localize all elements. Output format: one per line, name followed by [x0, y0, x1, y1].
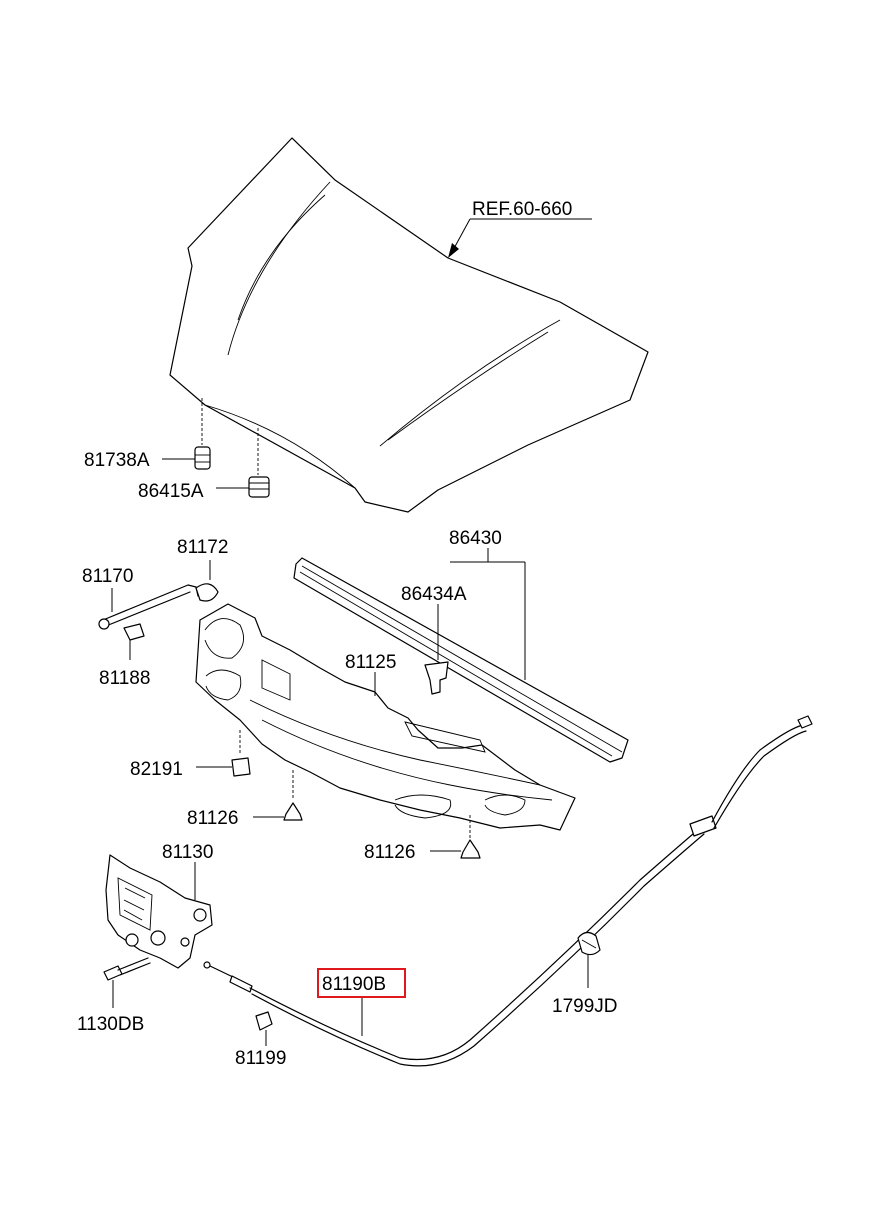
label-86430: 86430	[449, 528, 502, 549]
cable-clip-81199	[255, 1011, 273, 1046]
label-86415A: 86415A	[138, 481, 204, 502]
weatherstrip-86430	[293, 548, 629, 763]
label-81130: 81130	[162, 842, 213, 863]
label-81126-right: 81126	[364, 842, 415, 863]
hood-inner-panel	[195, 603, 576, 831]
hood-latch	[105, 854, 213, 969]
label-81126-left: 81126	[187, 808, 238, 829]
cable-clamp-1799JD	[577, 931, 601, 988]
label-1130DB: 1130DB	[77, 1014, 144, 1035]
hood-stay-rod	[98, 560, 219, 630]
label-82191: 82191	[130, 759, 183, 780]
label-81188: 81188	[99, 668, 150, 689]
label-81170: 81170	[82, 566, 133, 587]
label-1799JD: 1799JD	[552, 996, 618, 1017]
label-81190B[interactable]: 81190B	[322, 974, 386, 995]
highlight-box-81190B	[317, 968, 406, 998]
hood-bumper-81738A	[162, 398, 211, 470]
label-81738A: 81738A	[84, 450, 150, 471]
bolt-1130DB	[103, 957, 151, 1008]
grommet-81126-left	[253, 770, 303, 821]
grommet-81126-right	[430, 815, 481, 859]
hood-panel	[169, 137, 649, 513]
stay-rod-holder-81188	[123, 623, 145, 660]
label-81172: 81172	[177, 537, 228, 558]
bumper-82191	[196, 730, 251, 777]
release-cable	[203, 715, 813, 1067]
ref-leader	[448, 218, 592, 258]
hood-bumper-86415A	[216, 428, 270, 498]
label-ref: REF.60-660	[472, 199, 572, 220]
clip-86434A	[424, 604, 449, 695]
label-81199: 81199	[235, 1048, 286, 1069]
label-86434A: 86434A	[401, 584, 467, 605]
label-81125: 81125	[345, 652, 396, 673]
